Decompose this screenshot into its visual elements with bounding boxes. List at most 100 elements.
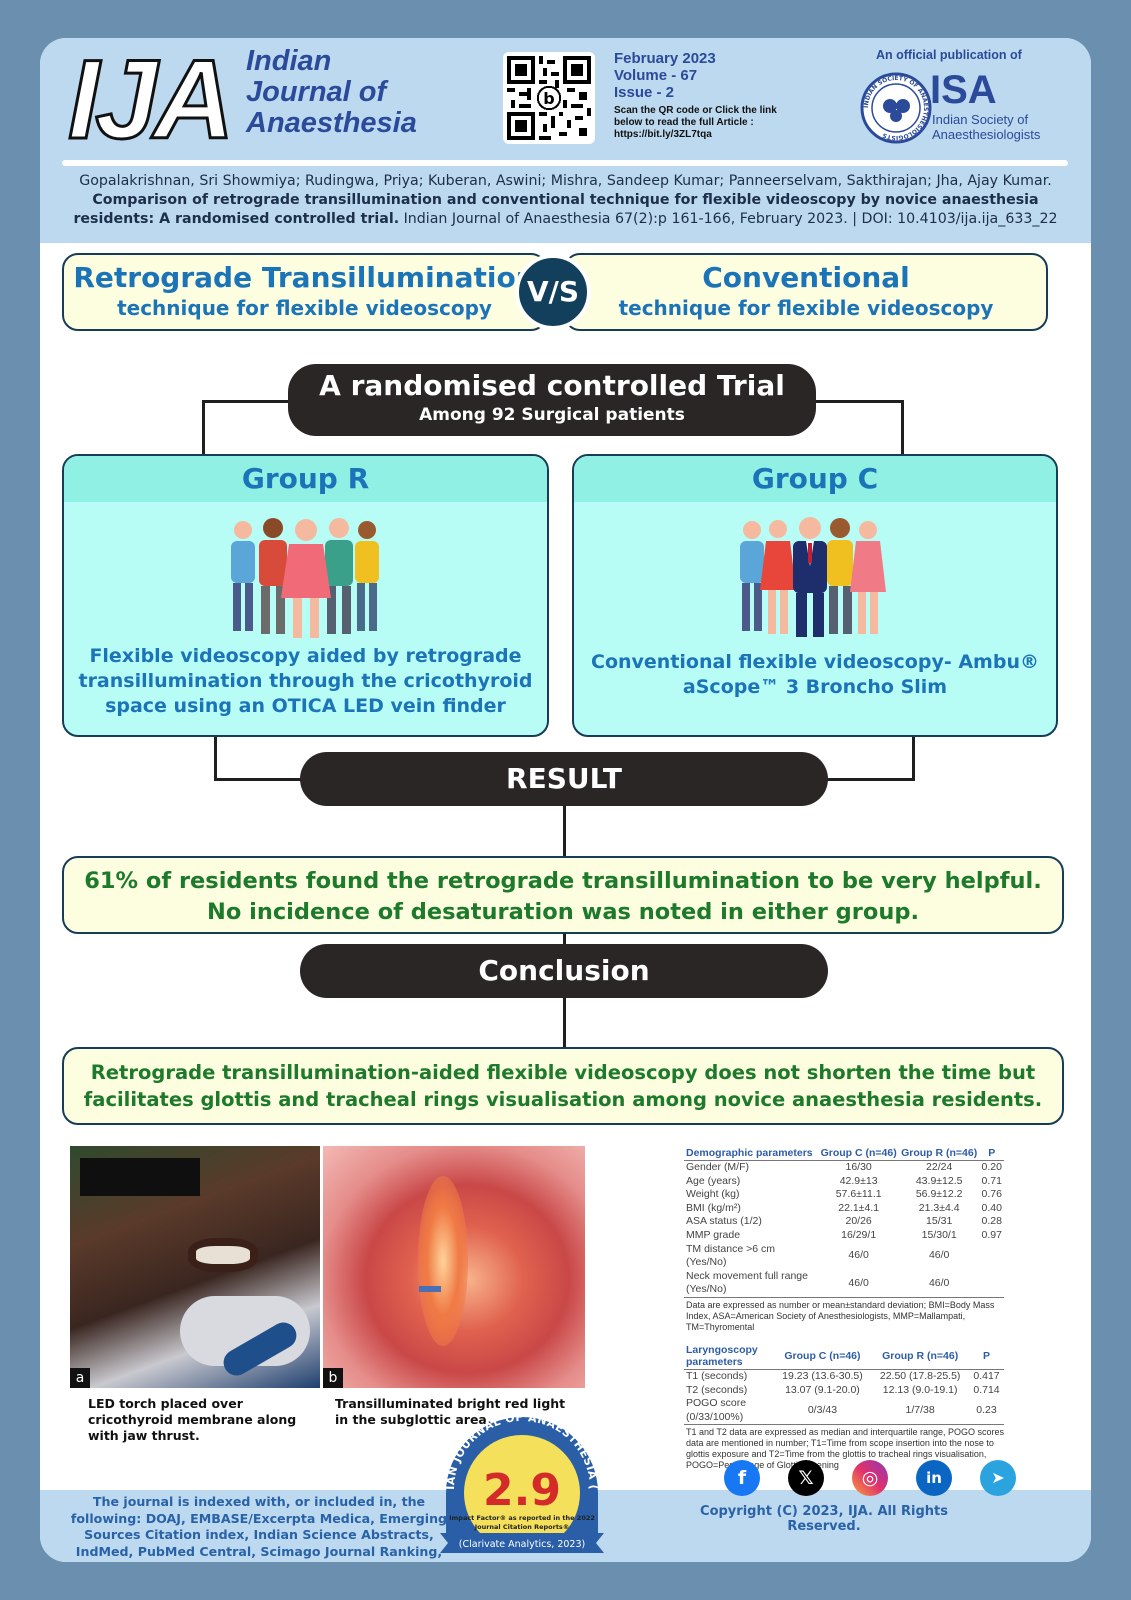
table-cell: 0/3/43 [773, 1397, 872, 1426]
connector-line [824, 778, 915, 781]
connector-line [214, 737, 217, 781]
figure-a-photo: a [70, 1146, 320, 1388]
table-header: Demographic parameters [684, 1146, 819, 1161]
issue-info: February 2023 Volume - 67 Issue - 2 Scan… [614, 50, 814, 141]
result-pill: RESULT [300, 752, 828, 806]
scan-note: Scan the QR code or Click the link below… [614, 105, 794, 141]
tables: Demographic parameters Group C (n=46) Gr… [684, 1146, 1004, 1481]
redaction-bar [80, 1158, 200, 1196]
linkedin-icon[interactable]: in [916, 1460, 952, 1496]
badge-ribbon-text: (Clarivate Analytics, 2023) [459, 1539, 585, 1550]
conclusion-line: facilitates glottis and tracheal rings v… [83, 1088, 1043, 1111]
table-cell: 13.07 (9.1-20.0) [785, 1383, 860, 1396]
group-description: Flexible videoscopy aided by retrograde … [78, 645, 533, 717]
transillumination-glow [418, 1176, 468, 1346]
telegram-icon[interactable]: ➤ [980, 1460, 1016, 1496]
table-cell: Age (years) [686, 1174, 741, 1187]
indexing-text: The journal is indexed with, or included… [70, 1494, 448, 1562]
person-figure [230, 521, 255, 631]
connector-line [563, 806, 566, 858]
table-cell: 46/0 [818, 1269, 899, 1298]
journal-name-line: Anaesthesia [246, 107, 417, 139]
table-cell: 22.50 (17.8-25.5) [879, 1369, 961, 1382]
group-c-card: Group C Conventional flexible videoscopy… [572, 454, 1058, 737]
table-cell: 21.3±4.4 [918, 1201, 960, 1214]
citation: Gopalakrishnan, Sri Showmiya; Rudingwa, … [60, 172, 1071, 229]
instagram-icon[interactable]: ◎ [852, 1460, 888, 1496]
table-note: Data are expressed as number or mean±sta… [686, 1299, 995, 1332]
x-icon[interactable]: 𝕏 [788, 1460, 824, 1496]
demographics-table: Demographic parameters Group C (n=46) Gr… [684, 1146, 1004, 1298]
table-header: Group C (n=46) [818, 1146, 899, 1161]
table-cell: 0.28 [981, 1215, 1002, 1228]
table-header: P [979, 1146, 1004, 1161]
table-cell: 1/7/38 [871, 1397, 969, 1426]
scan-note-text: Scan the QR code or Click the link below… [614, 105, 777, 128]
isa-block: An official publication of INDIAN SOCIET… [840, 48, 1080, 144]
connector-line [563, 998, 566, 1048]
facebook-icon[interactable]: f [724, 1460, 760, 1496]
volume: Volume - 67 [614, 67, 698, 84]
table-cell: 19.23 (13.6-30.5) [782, 1369, 863, 1382]
issue-date: February 2023 [614, 50, 716, 67]
journal-name: Indian Journal of Anaesthesia [246, 46, 417, 139]
table-header-row: Laryngoscopy parameters Group C (n=46) G… [684, 1342, 1004, 1370]
table-cell: 15/30/1 [921, 1228, 957, 1241]
table-cell: 20/26 [845, 1215, 872, 1228]
conclusion-pill: Conclusion [300, 944, 828, 998]
connector-line [202, 400, 205, 456]
technique-subtitle: technique for flexible videoscopy [117, 296, 492, 320]
technique-retrograde: Retrograde Transillumination technique f… [62, 253, 547, 331]
ija-logo: IJA [66, 38, 235, 162]
table-cell: MMP grade [686, 1228, 741, 1241]
table-cell: 0.20 [981, 1161, 1002, 1173]
table-cell: 46/0 [898, 1269, 980, 1298]
table-cell: 0.417 [973, 1369, 1000, 1382]
figure-label: b [323, 1368, 343, 1388]
impact-note: Journal Citation Reports® [474, 1523, 570, 1531]
svg-text:b: b [543, 89, 554, 108]
table-cell: 0.71 [981, 1174, 1002, 1187]
header: IJA Indian Journal of Anaesthesia [40, 38, 1091, 243]
citation-title: Comparison of retrograde transilluminati… [73, 192, 1039, 227]
vs-badge: V/S [515, 254, 591, 330]
arrow-icon [419, 1286, 441, 1292]
table-cell: 56.9±12.2 [915, 1188, 963, 1201]
table-cell: T2 (seconds) [686, 1383, 748, 1396]
connector-line [563, 934, 566, 946]
technique-title: Retrograde Transillumination [73, 261, 536, 294]
qr-code[interactable]: b [503, 52, 595, 144]
patient-mouth [188, 1238, 258, 1272]
table-row: T1 (seconds)19.23 (13.6-30.5)22.50 (17.8… [684, 1369, 1004, 1383]
isa-abbr: ISA [930, 68, 997, 112]
people-group-icon [230, 518, 379, 638]
journal-name-line: Journal of [246, 76, 387, 108]
table-header: Group R (n=46) [898, 1146, 980, 1161]
qr-code-icon: b [507, 56, 591, 140]
isa-full-name: Indian Society of Anaesthesiologists [932, 112, 1041, 142]
table-cell: Gender (M/F) [686, 1161, 750, 1173]
official-caption: An official publication of [876, 48, 1022, 62]
figure-caption: LED torch placed over cricothyroid membr… [88, 1396, 297, 1443]
table-cell: POGO score (0/33/100%) [684, 1397, 774, 1426]
journal-name-line: Indian [246, 45, 332, 77]
table-cell: Neck movement full range (Yes/No) [684, 1269, 819, 1298]
result-statement: 61% of residents found the retrograde tr… [62, 856, 1064, 934]
article-link[interactable]: https://bit.ly/3ZL7tqa [614, 129, 712, 140]
table-cell: 42.9±13 [839, 1174, 878, 1187]
isa-seal-icon: INDIAN SOCIETY OF ANAESTHESIOLOGISTS [860, 72, 932, 144]
table-cell: BMI (kg/m²) [686, 1201, 741, 1214]
citation-authors: Gopalakrishnan, Sri Showmiya; Rudingwa, … [79, 173, 1052, 189]
header-divider [62, 160, 1068, 166]
trial-subtitle: Among 92 Surgical patients [419, 405, 685, 425]
trial-title: A randomised controlled Trial [319, 369, 785, 402]
table-cell: 46/0 [848, 1249, 869, 1262]
result-line: No incidence of desaturation was noted i… [206, 899, 920, 925]
table-header: Group C (n=46) [773, 1342, 872, 1370]
